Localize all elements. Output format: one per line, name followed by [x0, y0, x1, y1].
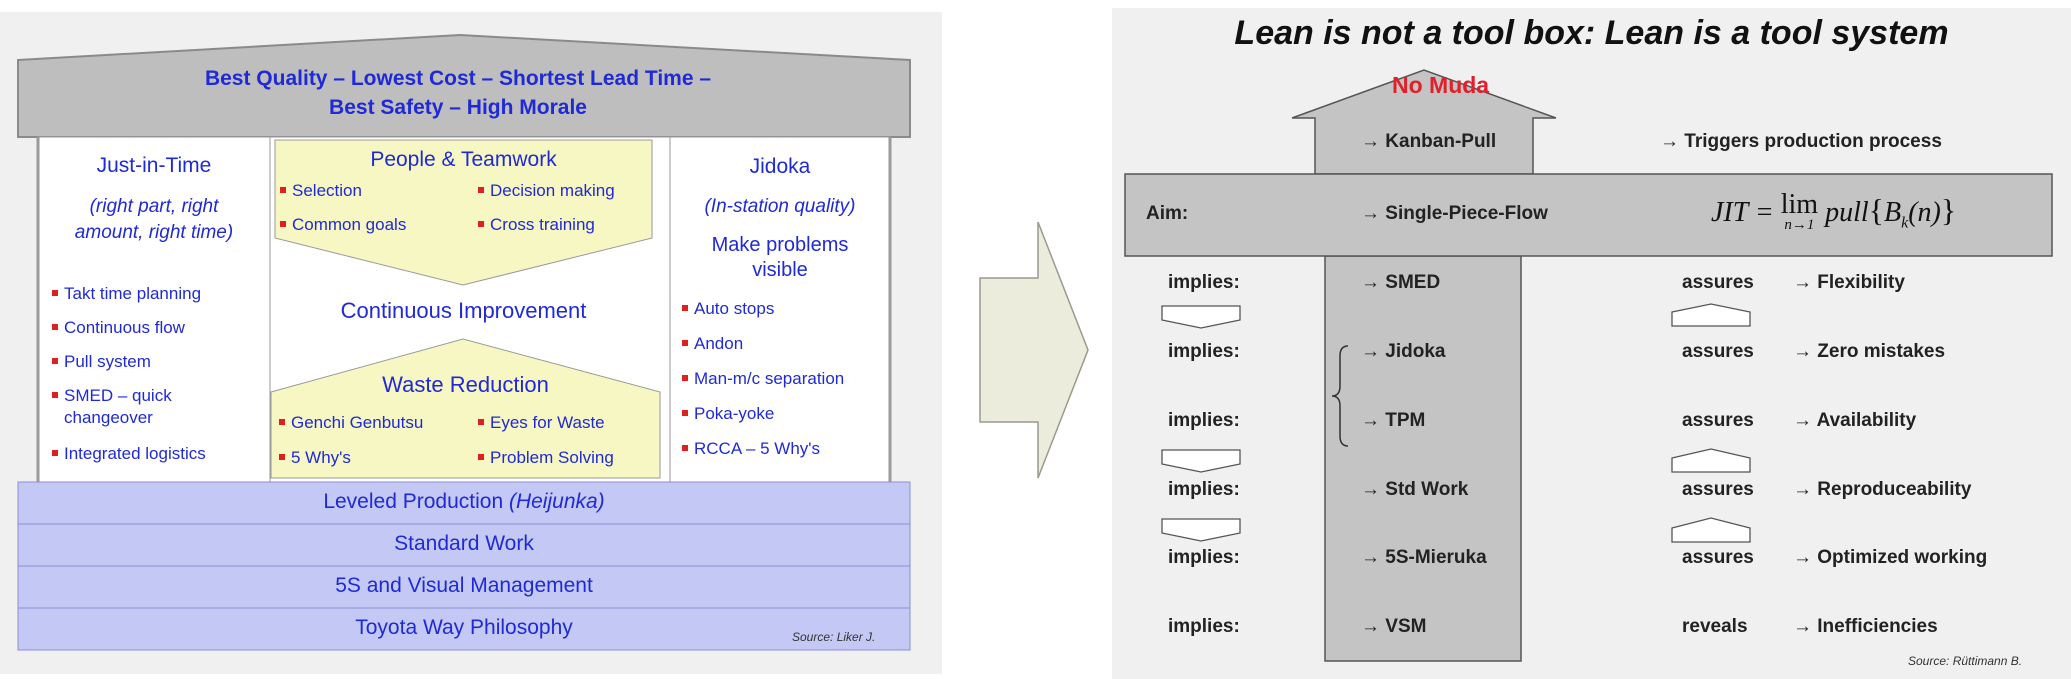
down-arrow-icon: [1161, 449, 1241, 473]
jit-item: Continuous flow: [52, 317, 185, 339]
jidoka-item: Andon: [682, 333, 743, 355]
people-item: Cross training: [478, 214, 595, 236]
band-leveled: [17, 481, 911, 525]
people-item: Common goals: [280, 214, 406, 236]
waste-item: 5 Why's: [279, 447, 351, 469]
down-arrow-icon: [1161, 305, 1241, 329]
row-left-label: implies:: [1168, 410, 1240, 431]
row-tool: → 5S-Mieruka: [1361, 547, 1487, 568]
standard-work: Standard Work: [394, 532, 534, 555]
people-item: Decision making: [478, 180, 615, 202]
row-left-label: implies:: [1168, 341, 1240, 362]
up-arrow-icon: [1671, 303, 1751, 327]
row-verb: assures: [1682, 410, 1754, 431]
jit-item: Integrated logistics: [52, 443, 206, 465]
row-verb: assures: [1682, 547, 1754, 568]
row-tool: → Jidoka: [1361, 341, 1446, 362]
brace-icon: [1331, 345, 1349, 447]
lean-graphic: [1124, 69, 2053, 662]
row-verb: assures: [1682, 341, 1754, 362]
jidoka-heading-1: Make problems: [711, 234, 849, 256]
band-5s: [17, 565, 911, 609]
jidoka-item: Man-m/c separation: [682, 368, 844, 390]
aim-bar: [1124, 173, 2053, 257]
waste-pentagon: [270, 338, 661, 479]
jit-item: SMED – quick changeover: [52, 385, 214, 429]
row-tool: → SMED: [1361, 272, 1441, 293]
five-s-visual: 5S and Visual Management: [335, 574, 593, 597]
people-chevron: [274, 139, 653, 286]
band-standard: [17, 523, 911, 567]
single-piece-flow: → Single-Piece-Flow: [1361, 203, 1548, 224]
jidoka-item: Auto stops: [682, 298, 774, 320]
row-left-label: implies:: [1168, 616, 1240, 637]
band-toyota: [17, 607, 911, 651]
source-ruttimann: Source: Rüttimann B.: [1908, 654, 2023, 668]
jidoka-title: Jidoka: [749, 155, 811, 178]
toyota-way: Toyota Way Philosophy: [355, 616, 573, 639]
lean-system-panel: [1112, 8, 2071, 679]
row-verb: assures: [1682, 272, 1754, 293]
row-verb: assures: [1682, 479, 1754, 500]
jit-item: Pull system: [52, 351, 151, 373]
row-tool: → TPM: [1361, 410, 1426, 431]
row-tool: → VSM: [1361, 616, 1427, 637]
no-muda: No Muda: [1392, 72, 1490, 98]
kanban-arrow: [1291, 69, 1557, 175]
up-arrow-icon: [1671, 517, 1751, 543]
triggers-text: → Triggers production process: [1660, 131, 1942, 152]
jidoka-subtitle: (In-station quality): [704, 196, 856, 217]
aim-label: Aim:: [1146, 203, 1189, 224]
central-pillar: [1324, 255, 1522, 662]
roof-line-2: Best Safety – High Morale: [329, 96, 587, 119]
house-graphic: [17, 33, 911, 651]
row-effect: → Zero mistakes: [1793, 341, 1946, 362]
waste-item: Eyes for Waste: [478, 412, 605, 434]
jit-subtitle-1: (right part, right: [89, 196, 219, 217]
row-left-label: implies:: [1168, 479, 1240, 500]
waste-item: Genchi Genbutsu: [279, 412, 423, 434]
down-arrow-icon: [1161, 518, 1241, 542]
row-effect: → Inefficiencies: [1793, 616, 1938, 637]
row-tool: → Std Work: [1361, 479, 1469, 500]
row-effect: → Optimized working: [1793, 547, 1988, 568]
row-effect: → Reproduceability: [1793, 479, 1972, 500]
big-right-arrow: [979, 221, 1089, 479]
people-item: Selection: [280, 180, 362, 202]
row-left-label: implies:: [1168, 272, 1240, 293]
jit-subtitle-2: amount, right time): [74, 222, 234, 243]
roof-shape: [17, 33, 911, 138]
jidoka-heading-2: visible: [752, 259, 808, 281]
leveled-production: Leveled Production (Heijunka): [323, 490, 605, 513]
jidoka-item: RCCA – 5 Why's: [682, 438, 820, 460]
row-verb: reveals: [1682, 616, 1748, 637]
row-effect: → Availability: [1793, 410, 1917, 431]
up-arrow-icon: [1671, 448, 1751, 473]
jit-title: Just-in-Time: [96, 154, 212, 177]
lean-title: Lean is not a tool box: Lean is a tool s…: [1234, 14, 1949, 52]
waste-item: Problem Solving: [478, 447, 614, 469]
waste-title: Waste Reduction: [382, 372, 549, 397]
people-title: People & Teamwork: [370, 148, 557, 171]
continuous-improvement: Continuous Improvement: [340, 298, 587, 323]
kanban-pull: → Kanban-Pull: [1361, 131, 1497, 152]
jidoka-item: Poka-yoke: [682, 403, 774, 425]
row-left-label: implies:: [1168, 547, 1240, 568]
jit-item: Takt time planning: [52, 283, 201, 305]
roof-line-1: Best Quality – Lowest Cost – Shortest Le…: [204, 67, 712, 90]
row-effect: → Flexibility: [1793, 272, 1905, 293]
source-liker: Source: Liker J.: [792, 630, 876, 644]
